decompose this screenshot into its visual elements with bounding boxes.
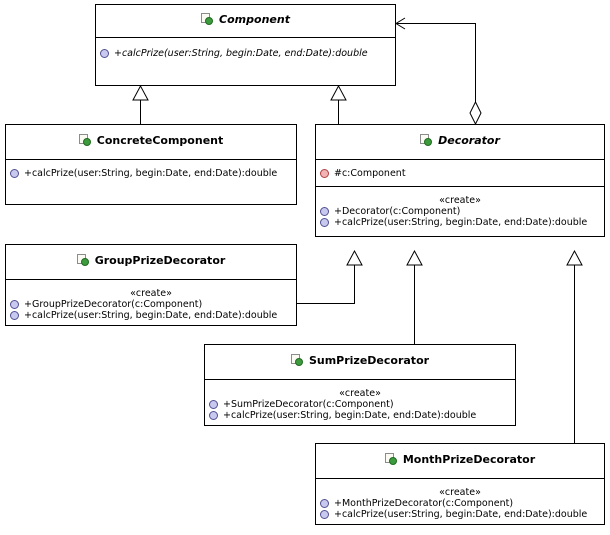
- class-concretecomponent[interactable]: ConcreteComponent +calcPrize(user:String…: [5, 124, 297, 205]
- public-method-icon: [209, 400, 218, 409]
- class-name: Component: [219, 13, 290, 26]
- class-groupprizedecorator[interactable]: GroupPrizeDecorator «create» +GroupPrize…: [5, 244, 297, 326]
- class-monthprizedecorator[interactable]: MonthPrizeDecorator «create» +MonthPrize…: [315, 443, 605, 525]
- public-method-icon: [320, 207, 329, 216]
- public-method-icon: [320, 510, 329, 519]
- class-icon: [420, 134, 433, 146]
- generalization-arrow-decorator: [330, 84, 347, 101]
- class-name: MonthPrizeDecorator: [402, 453, 536, 466]
- public-method-icon: [10, 300, 19, 309]
- class-name: ConcreteComponent: [96, 134, 224, 147]
- class-decorator[interactable]: Decorator #c:Component «create» +Decorat…: [315, 124, 605, 237]
- method-calcprize[interactable]: +calcPrize(user:String, begin:Date, end:…: [100, 48, 395, 59]
- public-method-icon: [10, 311, 19, 320]
- stereotype-create: «create»: [339, 388, 381, 399]
- generalization-arrow-month: [566, 249, 583, 266]
- method-calcprize[interactable]: +calcPrize(user:String, begin:Date, end:…: [10, 310, 296, 321]
- class-icon: [78, 134, 91, 146]
- class-icon: [201, 13, 214, 25]
- class-component[interactable]: Component +calcPrize(user:String, begin:…: [95, 4, 396, 86]
- class-name: SumPrizeDecorator: [308, 354, 430, 367]
- stereotype-create: «create»: [130, 288, 172, 299]
- attribute-c[interactable]: #c:Component: [320, 168, 604, 179]
- generalization-arrow-group: [346, 249, 363, 266]
- class-name: Decorator: [438, 134, 500, 147]
- class-icon: [384, 453, 397, 465]
- aggregation-open-arrow: [395, 17, 406, 30]
- class-sumprizedecorator[interactable]: SumPrizeDecorator «create» +SumPrizeDeco…: [204, 344, 516, 426]
- stereotype-create: «create»: [439, 195, 481, 206]
- edge-aggregation-decorator-component: [397, 23, 476, 102]
- method-calcprize[interactable]: +calcPrize(user:String, begin:Date, end:…: [320, 509, 604, 520]
- public-method-icon: [10, 169, 19, 178]
- method-sumprizedecorator-constructor[interactable]: +SumPrizeDecorator(c:Component): [209, 399, 515, 410]
- edge-group-to-decorator: [297, 265, 355, 304]
- public-method-icon: [100, 49, 109, 58]
- method-groupprizedecorator-constructor[interactable]: +GroupPrizeDecorator(c:Component): [10, 299, 296, 310]
- class-icon: [76, 254, 89, 266]
- stereotype-create: «create»: [439, 487, 481, 498]
- public-method-icon: [209, 411, 218, 420]
- generalization-arrow-concrete: [132, 84, 149, 101]
- method-calcprize[interactable]: +calcPrize(user:String, begin:Date, end:…: [320, 217, 604, 228]
- protected-attribute-icon: [320, 169, 329, 178]
- aggregation-diamond: [469, 100, 482, 126]
- class-icon: [290, 354, 303, 366]
- method-decorator-constructor[interactable]: +Decorator(c:Component): [320, 206, 604, 217]
- public-method-icon: [320, 218, 329, 227]
- method-calcprize[interactable]: +calcPrize(user:String, begin:Date, end:…: [10, 168, 296, 179]
- method-monthprizedecorator-constructor[interactable]: +MonthPrizeDecorator(c:Component): [320, 498, 604, 509]
- method-calcprize[interactable]: +calcPrize(user:String, begin:Date, end:…: [209, 410, 515, 421]
- public-method-icon: [320, 499, 329, 508]
- generalization-arrow-sum: [406, 249, 423, 266]
- class-name: GroupPrizeDecorator: [94, 254, 226, 267]
